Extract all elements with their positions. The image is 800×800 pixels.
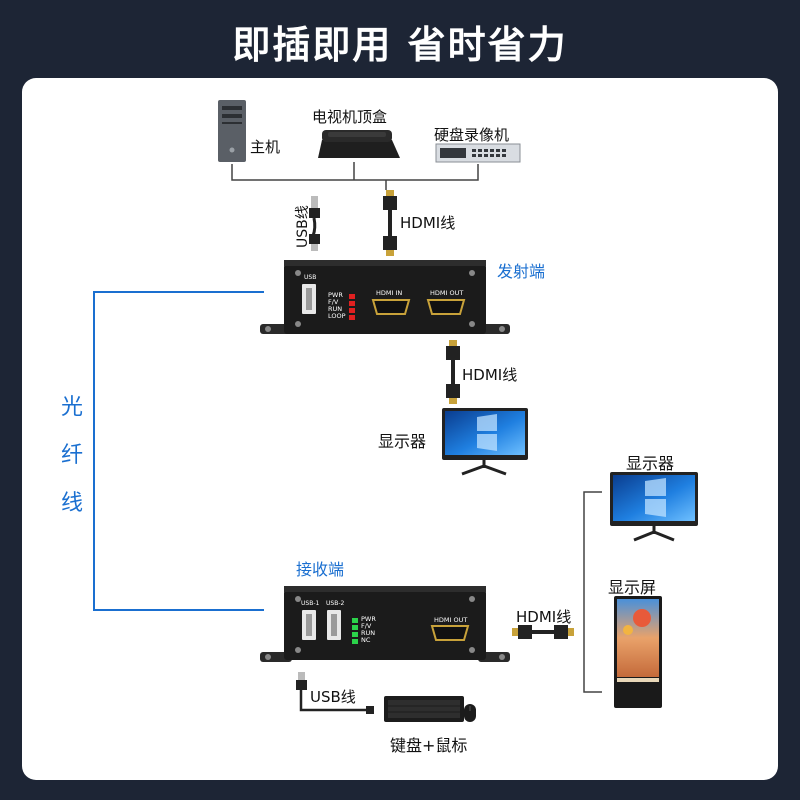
usb-cable-bottom-icon [296,672,374,714]
peripherals-label: 键盘+鼠标 [390,736,468,755]
usb-cable-bottom-label: USB线 [310,688,356,706]
rx-led-run: RUN [361,629,376,637]
nvr-icon [435,143,521,163]
rx-led-fv: F/V [361,622,372,630]
rx-usb1-label: USB-1 [301,600,320,607]
tx-led-pwr: PWR [328,291,343,299]
fiber-label: 光 纤 线 [58,384,86,528]
tx-hdmi-out-label: HDMI OUT [430,289,464,297]
signage-label: 显示屏 [608,578,657,597]
hdmi-cable-right-label: HDMI线 [516,608,572,626]
fiber-char-2: 纤 [60,443,83,468]
mouse-icon [464,704,476,722]
page-title: 即插即用 省时省力 [232,23,568,67]
rx-led-pwr: PWR [361,615,376,623]
settop-label: 电视机顶盒 [312,108,388,126]
source-bracket-line [231,162,479,190]
transmitter-label: 发射端 [497,262,546,281]
tx-usb-port-label: USB [304,274,317,281]
monitor-mid-label: 显示器 [378,432,427,451]
usb-cable-top-icon [309,196,320,251]
tx-hdmi-in-label: HDMI IN [376,289,403,297]
tx-led-fv: F/V [328,298,339,306]
keyboard-icon [384,696,464,722]
diagram-panel: 主机 电视机顶盒 硬盘录像机 USB线 HDMI线 USB PWR F/V RU… [22,78,778,780]
receiver-device [260,586,510,662]
settop-box-icon [318,130,400,158]
hdmi-cable-mid-label: HDMI线 [462,366,518,384]
receiver-label: 接收端 [296,560,345,579]
usb-cable-top-label: USB线 [295,205,311,248]
hdmi-cable-top-label: HDMI线 [400,214,456,232]
rx-hdmi-out-label: HDMI OUT [434,616,468,624]
host-label: 主机 [250,138,281,156]
output-bracket-line [583,491,602,693]
monitor-mid-icon [442,408,528,476]
hdmi-cable-mid-icon [446,340,460,404]
nvr-label: 硬盘录像机 [434,126,510,144]
fiber-char-1: 光 [60,395,83,420]
fiber-char-3: 线 [60,491,83,516]
diagram-graphics [93,100,698,722]
host-computer-icon [218,100,246,162]
signage-icon [614,596,662,708]
monitor-right-icon [610,472,698,542]
transmitter-device [260,260,510,334]
tx-led-loop: LOOP [328,312,346,320]
tx-led-run: RUN [328,305,343,313]
rx-led-nc: NC [361,636,371,644]
hdmi-cable-right-icon [512,625,574,639]
hdmi-cable-top-icon [383,190,397,256]
fiber-line [93,291,264,611]
monitor-right-label: 显示器 [626,454,675,473]
rx-usb2-label: USB-2 [326,600,345,607]
